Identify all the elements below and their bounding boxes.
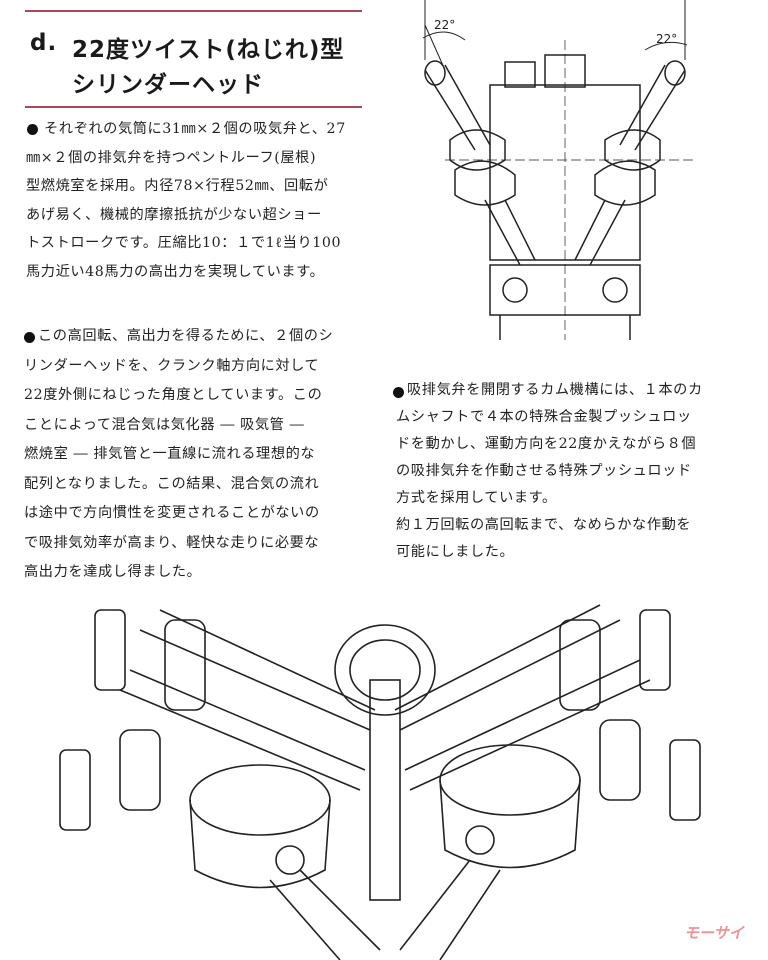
bottom-rule bbox=[25, 106, 362, 108]
text-line: それぞれの気筒に31㎜×２個の吸気弁と、27 bbox=[44, 121, 346, 137]
text-line: 22度外側にねじった角度としています。この bbox=[24, 387, 323, 403]
text-line: は途中で方向慣性を変更されることがないの bbox=[24, 505, 320, 521]
engine-valvetrain-illustration bbox=[59, 604, 701, 960]
text-line: ことによって混合気は気化器 ― 吸気管 ― bbox=[24, 416, 305, 433]
paragraph-twist: この高回転、高出力を得るために、２個のシ リンダーヘッドを、クランク軸方向に対し… bbox=[24, 322, 334, 588]
angle-label-right: 22° bbox=[656, 32, 678, 46]
bullet-icon bbox=[27, 124, 38, 135]
text-line: 型燃焼室を採用。内径78×行程52㎜、回転が bbox=[26, 178, 329, 194]
angle-label-left: 22° bbox=[434, 18, 456, 32]
paragraph-valves: それぞれの気筒に31㎜×２個の吸気弁と、27 ㎜×２個の排気弁を持つペントルーフ… bbox=[26, 115, 346, 286]
text-line: この高回転、高出力を得るために、２個のシ bbox=[38, 328, 334, 344]
bullet-icon bbox=[24, 332, 35, 343]
text-line: 馬力近い48馬力の高出力を実現しています。 bbox=[26, 263, 325, 280]
text-line: 方式を採用しています。 bbox=[396, 490, 557, 506]
text-line: で吸排気効率が高まり、軽快な走りに必要な bbox=[24, 534, 320, 551]
paragraph-cam: 吸排気弁を開閉するカム機構には、１本のカ ムシャフトで４本の特殊合金製プッシュロ… bbox=[396, 377, 703, 566]
text-line: リンダーヘッドを、クランク軸方向に対して bbox=[24, 357, 320, 374]
right-valve-springs bbox=[559, 609, 701, 821]
text-line: ㎜×２個の排気弁を持つペントルーフ(屋根) bbox=[26, 149, 317, 166]
text-line: 吸排気弁を開閉するカム機構には、１本のカ bbox=[407, 382, 703, 398]
heading-line2: シリンダーヘッド bbox=[72, 72, 264, 98]
text-line: 可能にしました。 bbox=[396, 544, 515, 560]
heading-line1: 22度ツイスト(ねじれ)型 bbox=[72, 37, 345, 63]
text-line: あげ易く、機械的摩擦抵抗が少ない超ショー bbox=[26, 206, 322, 223]
text-line: 燃焼室 ― 排気管と一直線に流れる理想的な bbox=[24, 446, 316, 462]
left-valve-springs bbox=[59, 609, 206, 831]
left-piston bbox=[189, 764, 381, 960]
right-piston bbox=[399, 744, 581, 960]
text-line: トストロークです。圧縮比10：１で1ℓ当り100 bbox=[26, 235, 342, 251]
watermark-logo: モーサイ bbox=[684, 924, 744, 942]
text-line: の吸排気弁を作動させる特殊プッシュロッド bbox=[396, 463, 692, 479]
text-line: ムシャフトで４本の特殊合金製プッシュロッ bbox=[396, 409, 692, 425]
text-line: 配列となりました。この結果、混合気の流れ bbox=[24, 475, 320, 492]
text-line: ドを動かし、運動方向を22度かえながら８個 bbox=[396, 436, 697, 452]
bullet-icon bbox=[393, 387, 404, 398]
heading-label: d. bbox=[30, 30, 58, 56]
cylinder-head-diagram bbox=[422, 0, 695, 340]
camshaft-gear bbox=[334, 624, 436, 716]
text-line: 約１万回転の高回転まで、なめらかな作動を bbox=[396, 517, 692, 533]
top-rule bbox=[25, 10, 362, 12]
text-line: 高出力を達成し得ました。 bbox=[24, 564, 202, 580]
